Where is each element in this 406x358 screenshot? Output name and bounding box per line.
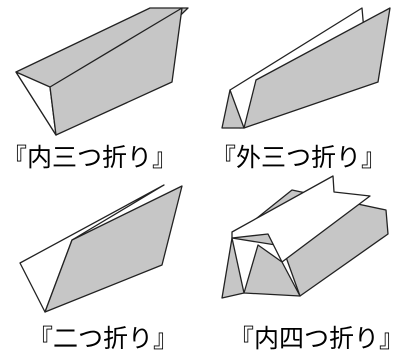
center-fold-panel: [243, 244, 301, 297]
front-panel: [243, 7, 391, 129]
left-fold-panel: [221, 237, 245, 299]
top-panel: [231, 175, 371, 263]
caption-outer-tri-fold: 『外三つ折り』: [211, 143, 387, 172]
front-panel: [44, 185, 183, 313]
caption-inner-tri-fold: 『内三つ折り』: [2, 143, 178, 172]
caption-inner-quad-fold: 『内四つ折り』: [229, 324, 405, 353]
middle-panel: [221, 89, 245, 129]
front-panel: [49, 7, 183, 136]
caption-half-fold: 『二つ折り』: [28, 324, 179, 353]
